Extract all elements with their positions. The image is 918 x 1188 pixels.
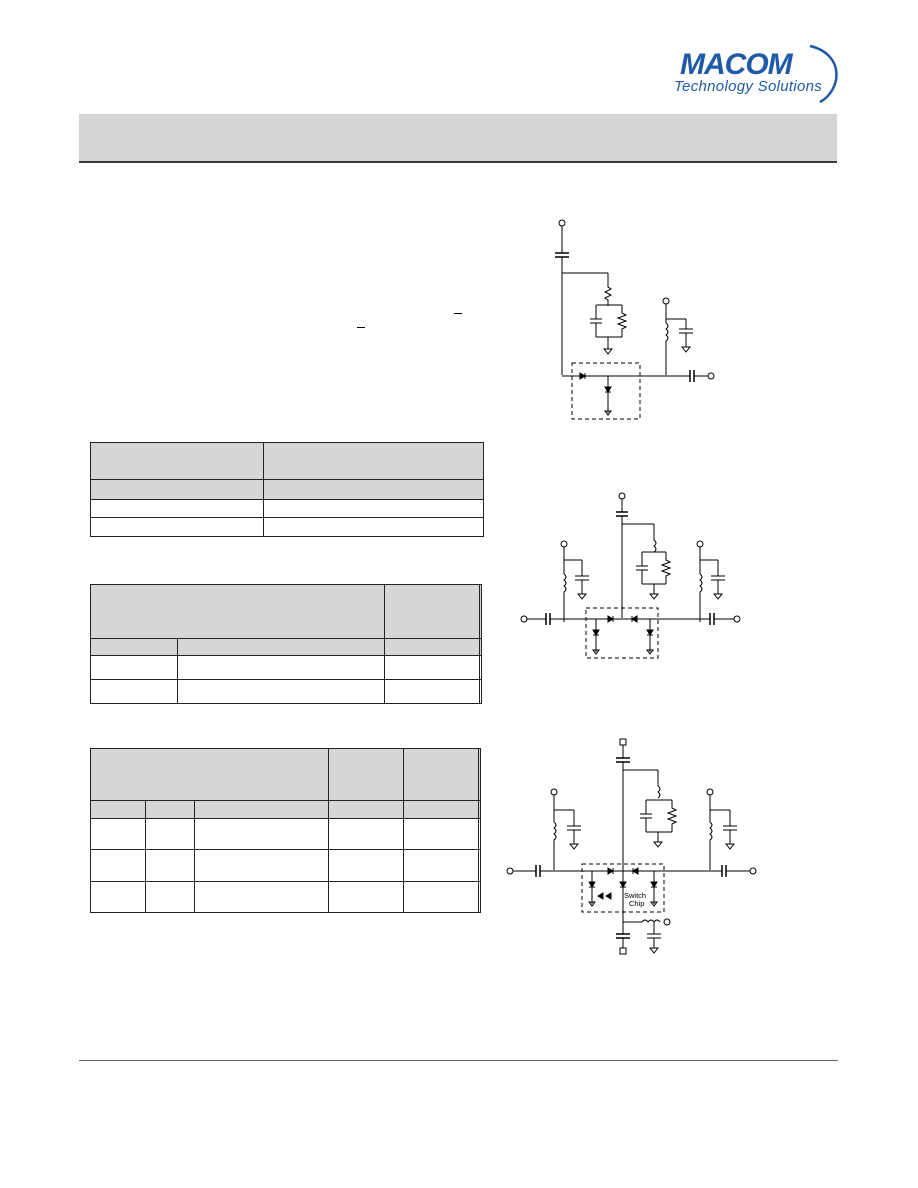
table-cell: [263, 517, 484, 537]
table-cell: [90, 517, 264, 537]
macom-logo: MACOM Technology Solutions: [660, 40, 850, 106]
table-cell: [145, 881, 195, 913]
switch-chip-label: Switch: [624, 891, 646, 900]
table-cell: [402, 748, 479, 801]
table-cell: [477, 748, 482, 801]
switch-chip-label: Chip: [629, 899, 644, 908]
table-cell: [90, 800, 146, 819]
table-cell: [478, 584, 483, 639]
table-cell: [327, 818, 404, 850]
table-3: [90, 748, 482, 913]
spst-schematic: [555, 219, 715, 420]
table-cell: [477, 800, 482, 819]
table-cell: [90, 679, 178, 704]
table-cell: [194, 881, 329, 913]
table-cell: [263, 442, 484, 480]
table-cell: [327, 748, 404, 801]
logo-tagline: Technology Solutions: [674, 78, 823, 95]
table-cell: [477, 818, 482, 850]
table-cell: [402, 881, 479, 913]
rf-port: [707, 372, 715, 380]
table-cell: [327, 800, 404, 819]
dash-mark: [454, 313, 462, 314]
table-cell: [263, 499, 484, 518]
table-cell: [90, 584, 385, 639]
macom-logo-mark: MACOM: [680, 44, 838, 104]
footer-rule: [79, 1060, 838, 1061]
chip-boundary: [571, 362, 641, 420]
table-cell: [402, 849, 479, 882]
table-cell: [90, 818, 146, 850]
table-cell: [327, 881, 404, 913]
table-cell: [402, 818, 479, 850]
table-cell: [478, 679, 483, 704]
table-cell: [90, 881, 146, 913]
table-cell: [383, 638, 480, 656]
ground-symbol: [602, 348, 614, 355]
table-cell: [383, 584, 480, 639]
table-1: [90, 442, 484, 537]
table-cell: [90, 748, 329, 801]
table-cell: [90, 638, 178, 656]
table-2: [90, 584, 483, 704]
inductor: [603, 273, 613, 306]
table-cell: [477, 849, 482, 882]
dash-mark: [357, 327, 365, 328]
bias-terminal: [662, 297, 670, 305]
table-cell: [263, 479, 484, 500]
table-cell: [90, 849, 146, 882]
table-cell: [477, 881, 482, 913]
table-cell: [177, 655, 385, 680]
table-cell: [194, 800, 329, 819]
table-cell: [177, 638, 385, 656]
table-cell: [478, 638, 483, 656]
table-cell: [383, 679, 480, 704]
spdt-schematic: [520, 492, 741, 659]
table-cell: [327, 849, 404, 882]
table-cell: [402, 800, 479, 819]
resistor: [616, 305, 628, 337]
table-cell: [194, 818, 329, 850]
table-cell: [478, 655, 483, 680]
bias-terminal: [558, 219, 566, 227]
table-cell: [383, 655, 480, 680]
table-cell: [90, 499, 264, 518]
switch-chip-schematic: Switch Chip: [506, 738, 757, 955]
table-cell: [90, 442, 264, 480]
table-cell: [90, 479, 264, 500]
table-cell: [145, 849, 195, 882]
table-cell: [90, 655, 178, 680]
table-cell: [194, 849, 329, 882]
table-cell: [145, 800, 195, 819]
table-cell: [145, 818, 195, 850]
logo-brand-text: MACOM: [680, 48, 794, 81]
inductor: [665, 319, 669, 375]
table-cell: [177, 679, 385, 704]
header-band: [79, 114, 837, 163]
switch-chip-boundary: [581, 863, 665, 913]
